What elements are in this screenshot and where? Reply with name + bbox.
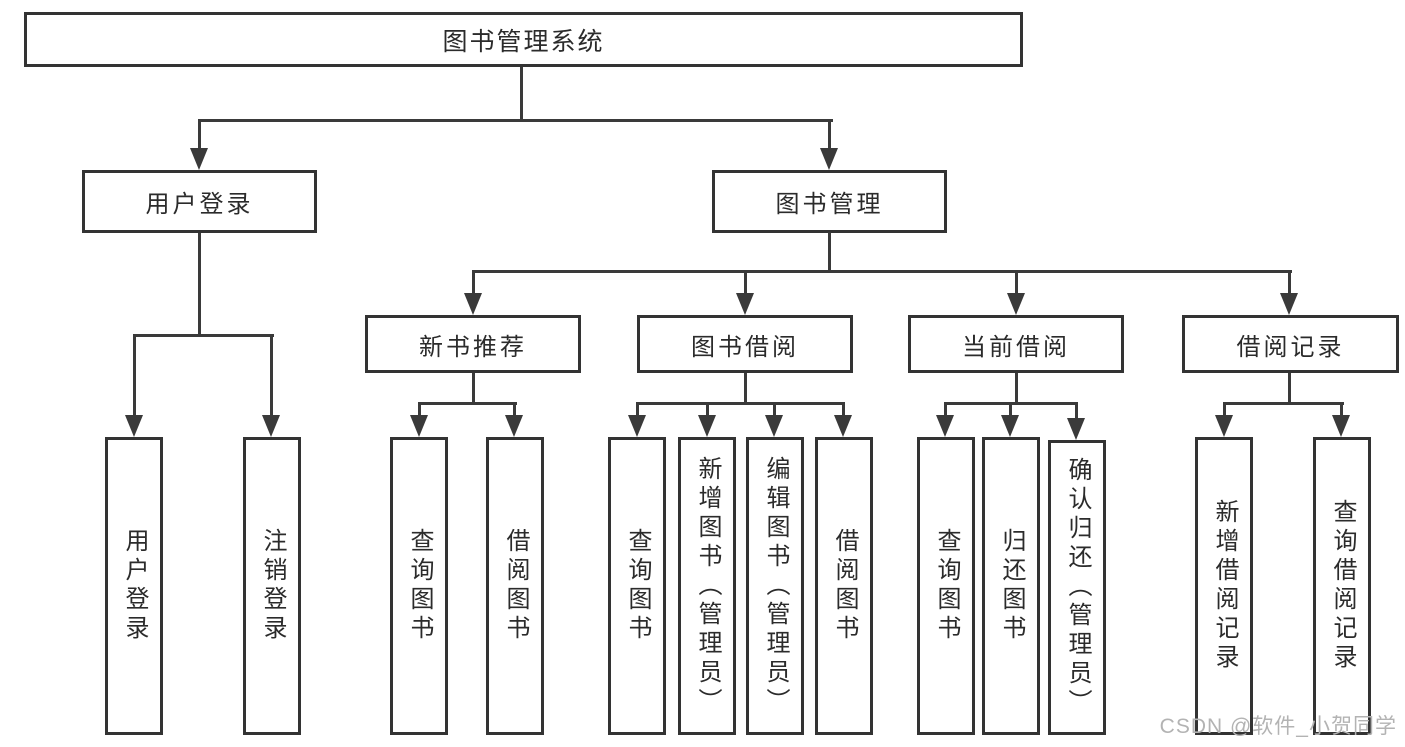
connector-line <box>1009 404 1012 416</box>
node-borrow-records: 借阅记录 <box>1182 315 1399 373</box>
connector-line <box>1288 272 1291 294</box>
connector-line <box>418 404 421 416</box>
node-current-borrowing: 当前借阅 <box>908 315 1124 373</box>
connector-line <box>418 402 517 405</box>
arrow-down-icon <box>820 148 838 170</box>
connector-line <box>133 336 136 416</box>
node-label: 新增借阅记录 <box>1211 499 1238 673</box>
leaf-user-login: 用户登录 <box>105 437 163 735</box>
connector-line <box>828 232 831 272</box>
arrow-down-icon <box>190 148 208 170</box>
connector-line <box>744 272 747 294</box>
arrow-down-icon <box>736 293 754 315</box>
leaf-add-borrow-record: 新增借阅记录 <box>1195 437 1253 735</box>
connector-line <box>944 404 947 416</box>
connector-line <box>198 121 201 150</box>
leaf-borrow-books-recommend: 借阅图书 <box>486 437 544 735</box>
node-label: 新书推荐 <box>419 333 527 361</box>
connector-line <box>1223 404 1226 416</box>
node-label: 图书管理 <box>775 191 884 218</box>
connector-line <box>472 373 475 404</box>
connector-line <box>828 121 831 150</box>
leaf-return-books: 归还图书 <box>982 437 1040 735</box>
node-label: 用户登录 <box>121 528 148 644</box>
connector-line <box>133 334 274 337</box>
arrow-down-icon <box>1215 415 1233 437</box>
arrow-down-icon <box>505 415 523 437</box>
connector-line <box>744 373 747 404</box>
connector-line <box>270 336 273 416</box>
node-label: 查询借阅记录 <box>1329 499 1356 673</box>
node-label: 当前借阅 <box>962 333 1070 361</box>
arrow-down-icon <box>1280 293 1298 315</box>
arrow-down-icon <box>262 415 280 437</box>
arrow-down-icon <box>936 415 954 437</box>
node-label: 归还图书 <box>998 528 1025 644</box>
connector-line <box>198 233 201 336</box>
node-label: 借阅图书 <box>502 528 529 644</box>
connector-line <box>472 270 1292 273</box>
connector-line <box>198 119 833 122</box>
leaf-query-books-borrowing: 查询图书 <box>608 437 666 735</box>
leaf-query-books-recommend: 查询图书 <box>390 437 448 735</box>
connector-line <box>773 404 776 416</box>
connector-line <box>636 402 845 405</box>
connector-line <box>1288 373 1291 404</box>
connector-line <box>513 404 516 416</box>
arrow-down-icon <box>410 415 428 437</box>
node-label: 编辑图书（管理员） <box>762 455 789 717</box>
connector-line <box>520 67 523 121</box>
node-label: 查询图书 <box>406 528 433 644</box>
node-label: 用户登录 <box>145 191 254 218</box>
arrow-down-icon <box>698 415 716 437</box>
connector-line <box>944 402 1078 405</box>
arrow-down-icon <box>1332 415 1350 437</box>
arrow-down-icon <box>1001 415 1019 437</box>
connector-line <box>1015 272 1018 294</box>
leaf-add-books-admin: 新增图书（管理员） <box>678 437 736 735</box>
node-book-management: 图书管理 <box>712 170 947 233</box>
connector-line <box>1015 373 1018 404</box>
node-label: 图书管理系统 <box>442 27 605 56</box>
node-label: 借阅图书 <box>831 528 858 644</box>
connector-line <box>472 272 475 294</box>
csdn-watermark: CSDN @软件_小贺同学 <box>1159 715 1397 738</box>
node-label: 查询图书 <box>933 528 960 644</box>
leaf-query-books-current: 查询图书 <box>917 437 975 735</box>
arrow-down-icon <box>125 415 143 437</box>
arrow-down-icon <box>834 415 852 437</box>
node-library-management-system: 图书管理系统 <box>24 12 1023 67</box>
connector-line <box>1223 402 1344 405</box>
arrow-down-icon <box>1007 293 1025 315</box>
node-label: 确认归还（管理员） <box>1064 457 1091 718</box>
arrow-down-icon <box>464 293 482 315</box>
node-label: 新增图书（管理员） <box>694 455 721 717</box>
node-label: 图书借阅 <box>691 333 799 361</box>
connector-line <box>636 404 639 416</box>
connector-line <box>706 404 709 416</box>
node-label: 注销登录 <box>259 528 286 644</box>
connector-line <box>842 404 845 416</box>
arrow-down-icon <box>765 415 783 437</box>
node-book-borrowing: 图书借阅 <box>637 315 853 373</box>
node-new-book-recommend: 新书推荐 <box>365 315 581 373</box>
node-label: 查询图书 <box>624 528 651 644</box>
arrow-down-icon <box>1067 418 1085 440</box>
connector-line <box>1075 404 1078 418</box>
node-label: 借阅记录 <box>1236 333 1345 361</box>
arrow-down-icon <box>628 415 646 437</box>
leaf-query-borrow-record: 查询借阅记录 <box>1313 437 1371 735</box>
leaf-logout: 注销登录 <box>243 437 301 735</box>
leaf-borrow-books: 借阅图书 <box>815 437 873 735</box>
connector-line <box>1340 404 1343 416</box>
leaf-edit-books-admin: 编辑图书（管理员） <box>746 437 804 735</box>
leaf-confirm-return-admin: 确认归还（管理员） <box>1048 440 1106 735</box>
node-user-login: 用户登录 <box>82 170 317 233</box>
